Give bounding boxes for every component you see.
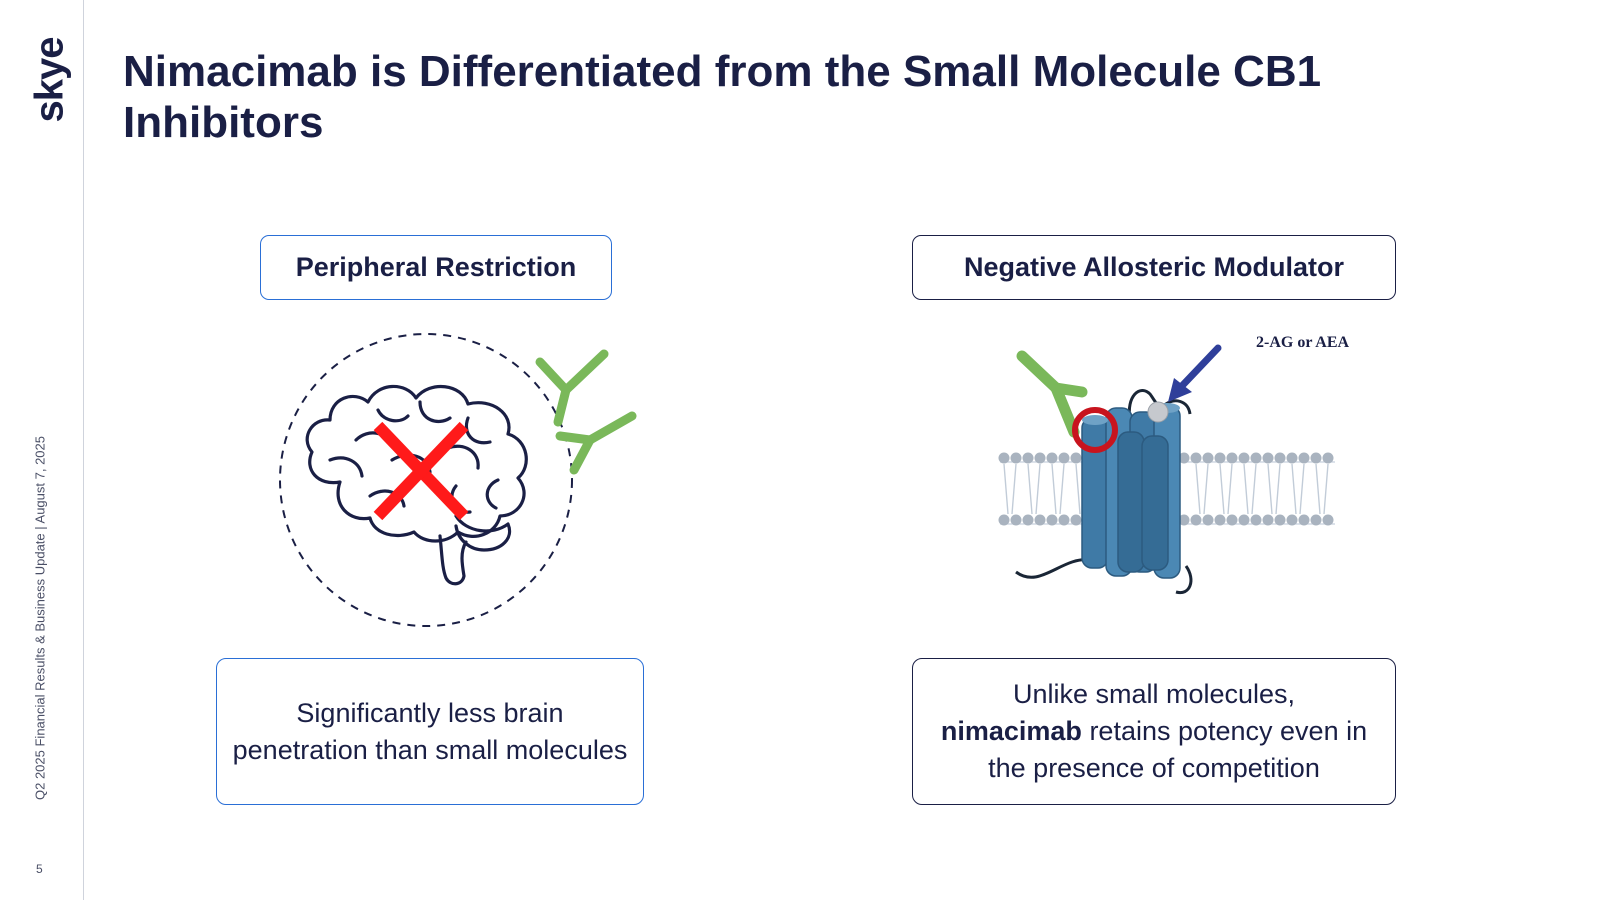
peripheral-restriction-label: Peripheral Restriction bbox=[260, 235, 612, 300]
ligand-label: 2-AG or AEA bbox=[1256, 334, 1350, 351]
blood-brain-barrier-circle bbox=[279, 333, 573, 627]
antibody-icon bbox=[555, 411, 637, 475]
slide-title: Nimacimab is Differentiated from the Sma… bbox=[123, 47, 1322, 147]
description-text: Significantly less brain penetration tha… bbox=[232, 697, 628, 765]
footer-text: Q2 2025 Financial Results & Business Upd… bbox=[32, 436, 48, 800]
page-number: 5 bbox=[36, 862, 43, 876]
antibody-icon bbox=[535, 349, 609, 427]
description-prefix: Unlike small molecules, bbox=[1012, 679, 1296, 709]
description-text: Unlike small molecules, nimacimab retains… bbox=[927, 676, 1381, 787]
description-suffix: retains potency even in the presence of … bbox=[988, 716, 1368, 783]
brain-icon bbox=[305, 384, 528, 586]
receptor-illustration bbox=[998, 344, 1335, 595]
arrow-icon bbox=[1168, 344, 1222, 402]
cross-icon bbox=[373, 421, 469, 521]
brain-illustration bbox=[279, 333, 637, 627]
allosteric-modulator-description: Unlike small molecules, nimacimab retains… bbox=[912, 658, 1396, 805]
drug-name: nimacimab bbox=[940, 716, 1082, 746]
antibody-icon bbox=[1016, 350, 1088, 438]
negative-allosteric-modulator-label: Negative Allosteric Modulator bbox=[912, 235, 1396, 300]
binding-site-circle bbox=[1072, 407, 1118, 453]
receptor-icon bbox=[1015, 388, 1193, 595]
company-logo: skye bbox=[27, 37, 72, 123]
peripheral-restriction-description: Significantly less brain penetration tha… bbox=[216, 658, 644, 805]
sidebar-divider bbox=[83, 0, 84, 900]
